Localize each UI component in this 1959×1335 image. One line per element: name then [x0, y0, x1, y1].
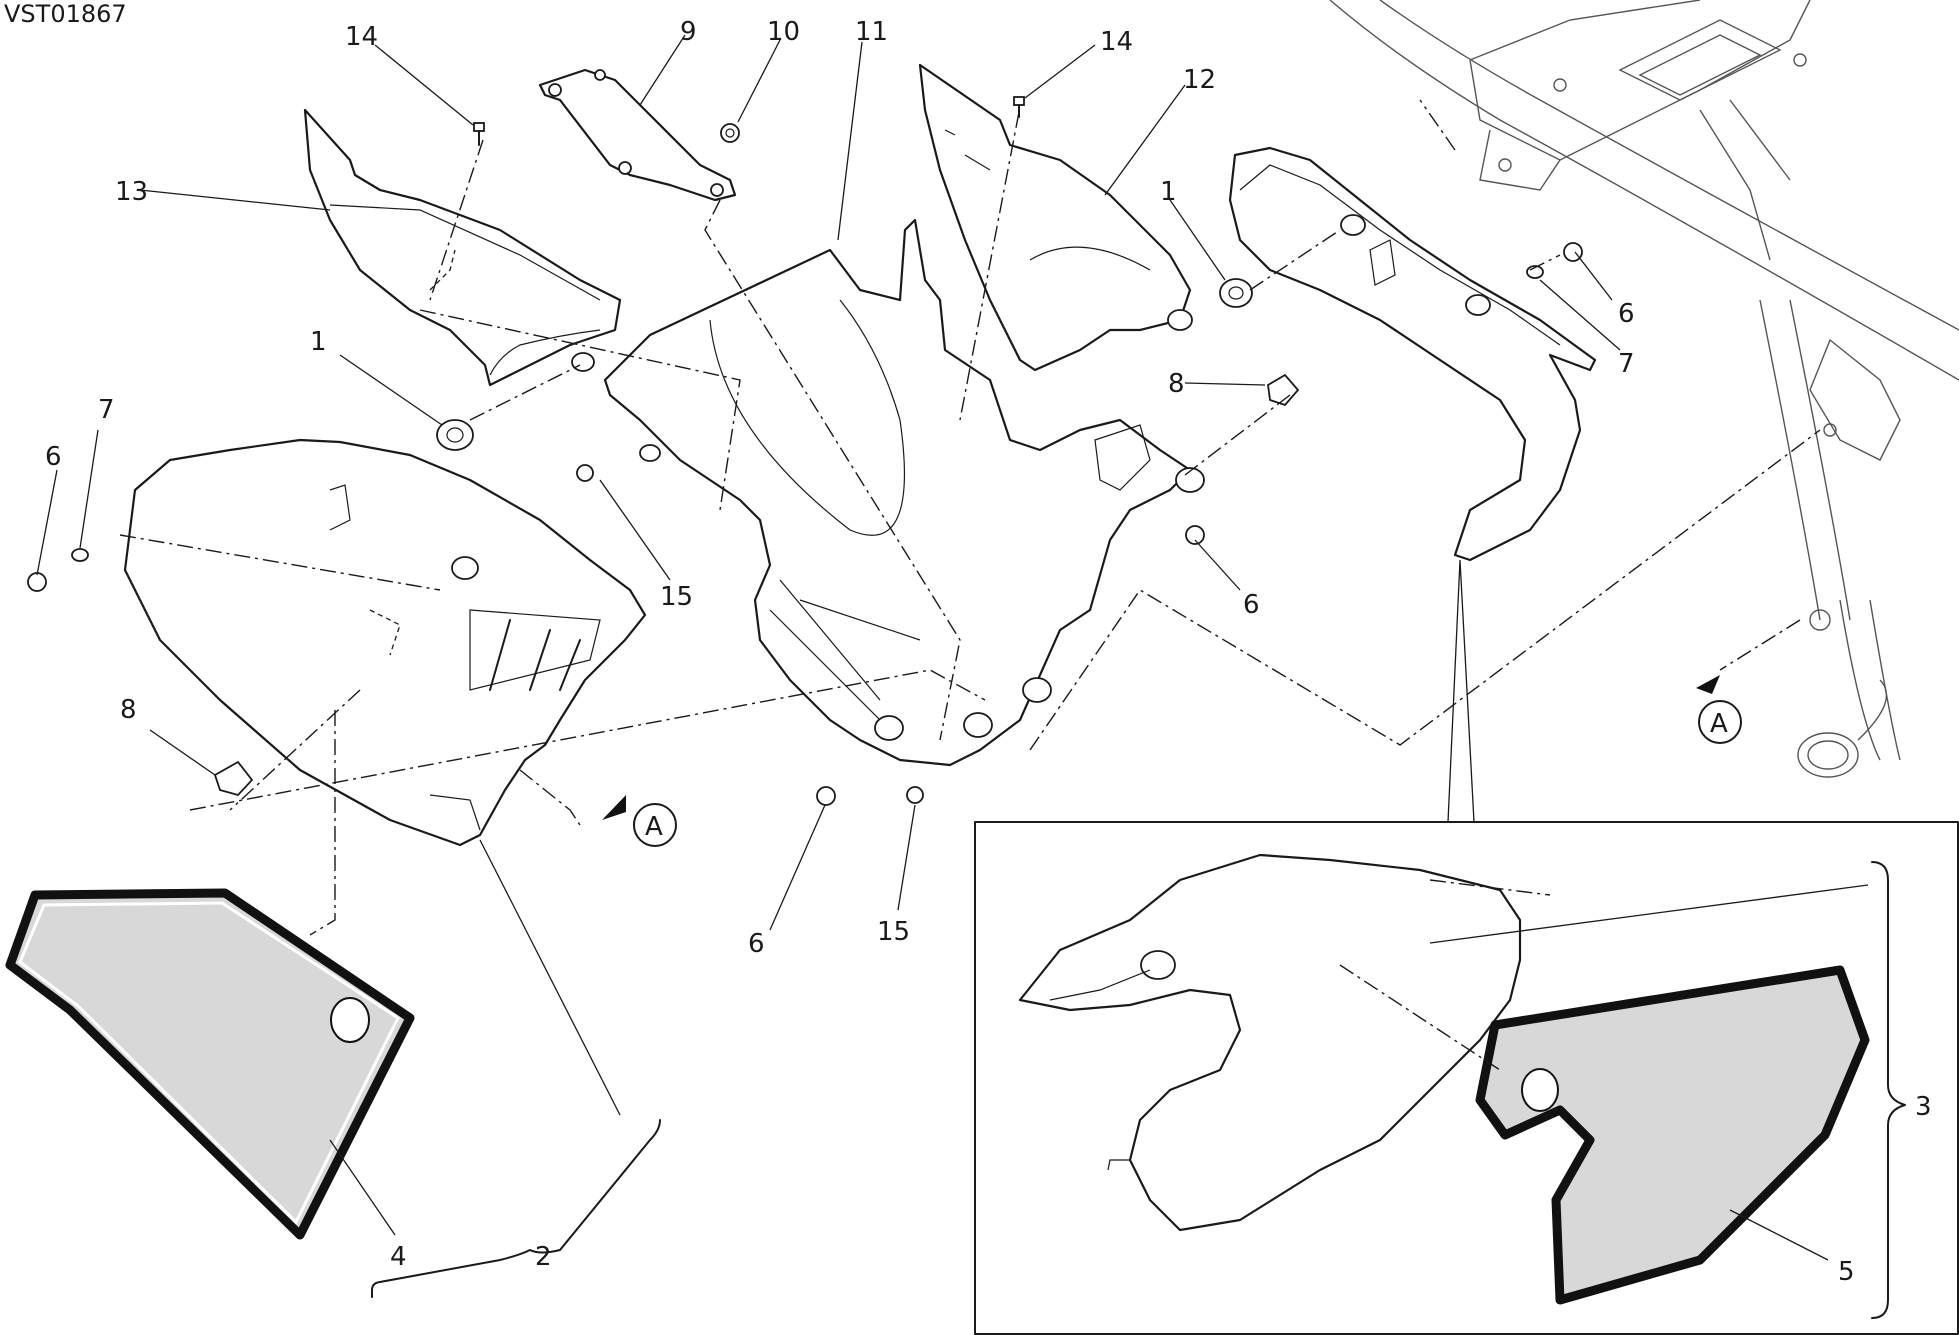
part-6-screw-left [27, 572, 47, 592]
part-12-inner-panel [918, 63, 1192, 372]
callout-6-center: 6 [1243, 590, 1260, 620]
callout-6-left: 6 [45, 442, 62, 472]
callout-11: 11 [855, 17, 888, 47]
arrow-a-left [602, 795, 626, 820]
part-15-screw-top [576, 464, 594, 482]
part-1-grommet-right [1219, 278, 1253, 308]
svg-text:A: A [1710, 709, 1728, 739]
part-10-nut [720, 123, 740, 143]
callout-5: 5 [1838, 1257, 1855, 1287]
callout-9: 9 [680, 17, 697, 47]
part-15-screw-bottom [906, 786, 924, 804]
part-6-screw-bottom [816, 786, 836, 806]
view-marker-a-right: A [1698, 700, 1742, 744]
callout-8-right: 8 [1168, 369, 1185, 399]
part-8-clip-right [1267, 373, 1300, 407]
part-9-bracket [538, 68, 737, 202]
right-side-cover [1228, 146, 1597, 562]
callout-12: 12 [1183, 65, 1216, 95]
callout-6-bottom: 6 [748, 929, 765, 959]
assembly-lines [119, 99, 1821, 1071]
callout-7-left: 7 [98, 395, 115, 425]
view-marker-a-left: A [633, 803, 677, 847]
callout-14-left: 14 [345, 22, 378, 52]
callout-2: 2 [535, 1242, 552, 1272]
callout-15-top: 15 [660, 582, 693, 612]
callout-13: 13 [115, 177, 148, 207]
part-6-screw-center [1185, 525, 1205, 545]
part-13-upper-cover [303, 108, 622, 387]
part-11-center-cowl [603, 218, 1192, 767]
callout-1-right: 1 [1160, 177, 1177, 207]
callout-15-bottom: 15 [877, 917, 910, 947]
callout-leaders [36, 34, 1906, 1319]
part-2-left-side-cover [123, 438, 647, 847]
callout-4: 4 [390, 1242, 407, 1272]
detail-inset-frame [974, 821, 1959, 1335]
callout-8-left: 8 [120, 695, 137, 725]
rear-subframe [1329, 0, 1959, 778]
part-6-screw-right-top [1563, 242, 1583, 262]
callout-labels: 14 13 9 10 11 14 12 1 6 7 8 6 1 7 6 8 15… [45, 17, 1932, 1287]
part-1-grommet-left [436, 419, 474, 451]
callout-14-right: 14 [1100, 27, 1133, 57]
callout-3: 3 [1915, 1092, 1932, 1122]
part-8-clip-left [213, 760, 254, 797]
drawing-code: VST01867 [4, 0, 127, 28]
part-4-protective-pad [5, 888, 415, 1240]
callout-7-right: 7 [1618, 349, 1635, 379]
inset-side-cover [1018, 853, 1522, 1232]
callout-10: 10 [767, 17, 800, 47]
part-14-screw-left [473, 122, 485, 146]
svg-text:A: A [645, 812, 663, 842]
part-5-protective-pad [1475, 965, 1870, 1305]
callout-1-left: 1 [310, 327, 327, 357]
callout-6-right-top: 6 [1618, 299, 1635, 329]
part-7-washer-left [71, 548, 89, 562]
arrow-a-right [1696, 675, 1720, 694]
